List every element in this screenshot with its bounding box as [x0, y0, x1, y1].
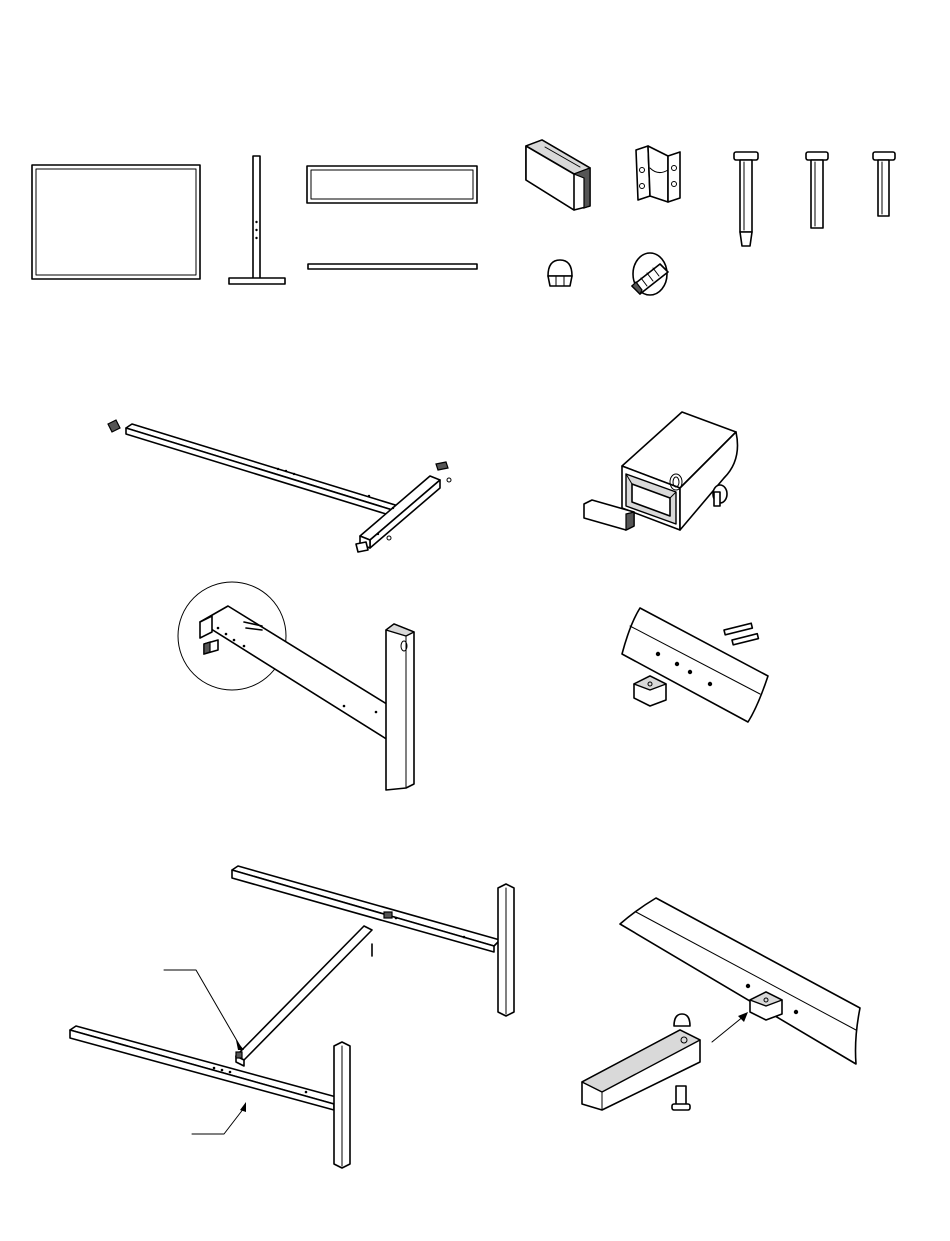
step-1-detail — [584, 412, 738, 530]
support-rod-part — [308, 264, 477, 269]
step-3-detail — [582, 898, 860, 1110]
step-1-assembly — [108, 420, 451, 552]
short-bolt-part — [873, 152, 895, 216]
anchor-screw-part — [632, 253, 668, 295]
panel-part — [32, 165, 200, 279]
leg-part — [229, 156, 285, 284]
medium-bolt-part — [806, 152, 828, 228]
cap-nut-part — [548, 260, 572, 286]
step-2-assembly — [178, 582, 414, 790]
parts-list — [32, 140, 895, 295]
step-2-detail — [622, 608, 768, 722]
u-bracket-part — [636, 146, 680, 202]
long-bolt-part — [734, 152, 758, 246]
end-cap-part — [526, 140, 590, 210]
crossbar-part — [307, 166, 477, 203]
step-3-assembly — [70, 866, 514, 1168]
